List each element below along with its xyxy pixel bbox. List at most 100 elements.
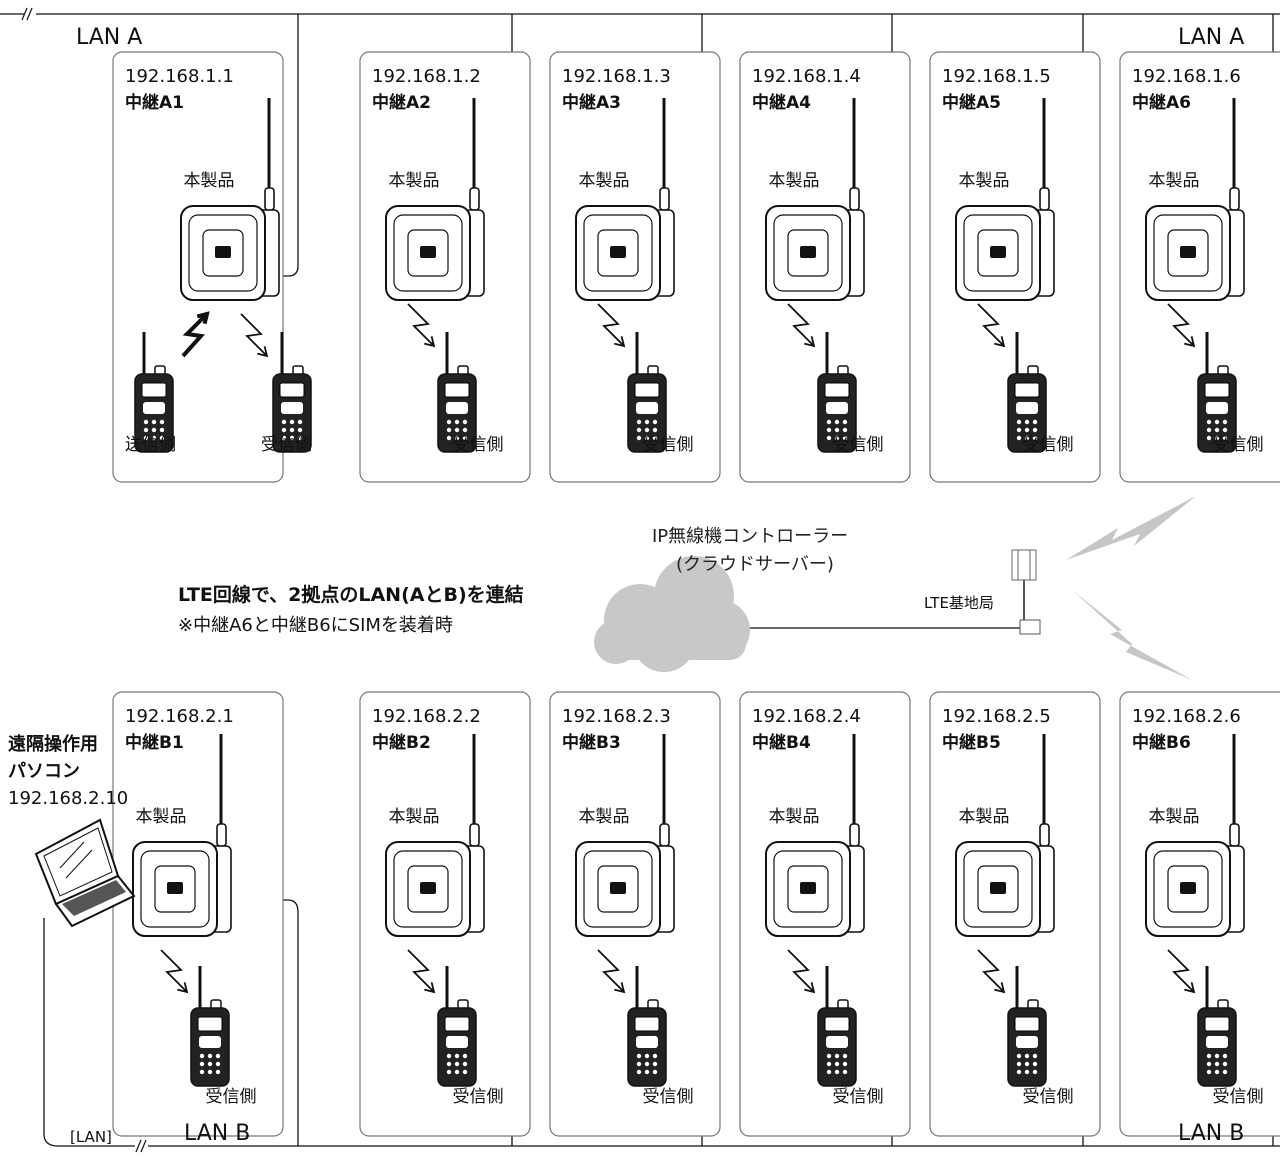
lte-wireless-icon (1066, 496, 1196, 560)
radio-display (444, 1016, 470, 1032)
radio-speaker-hole (143, 435, 149, 441)
radio-speaker-hole (159, 427, 165, 433)
signal-icon (240, 313, 268, 357)
node-ip-address: 192.168.1.6 (1132, 66, 1241, 87)
radio-speaker-hole (1222, 1053, 1228, 1059)
antenna-base (1229, 187, 1240, 211)
sim-note: ※中継A6と中継B6にSIMを装着時 (178, 615, 453, 636)
radio-display (444, 382, 470, 398)
radio-keypad (1206, 1036, 1228, 1048)
signal-arrowhead (804, 336, 816, 348)
signal-icon (787, 303, 815, 347)
logo-icon (1180, 882, 1196, 894)
radio-speaker-hole (1032, 419, 1038, 425)
device-bezel (773, 850, 843, 928)
radio-speaker-hole (207, 1053, 213, 1059)
pc-label-line1: 遠隔操作用 (8, 733, 98, 755)
radio-speaker-hole (1214, 1069, 1220, 1075)
radio-speaker-hole (1206, 1069, 1212, 1075)
radio-speaker-hole (1032, 1053, 1038, 1059)
node-ip-address: 192.168.2.6 (1132, 706, 1241, 727)
radio-speaker-hole (842, 419, 848, 425)
bus-break-icon (21, 7, 33, 21)
device-bezel (188, 214, 258, 292)
radio-speaker-hole (1032, 427, 1038, 433)
device-bezel (140, 850, 210, 928)
relay-node-a4 (739, 51, 911, 483)
receiver-label: 受信側 (643, 435, 694, 455)
radio-speaker-hole (1032, 1069, 1038, 1075)
radio-speaker-hole (636, 1053, 642, 1059)
device-panel (977, 865, 1019, 913)
radio-speaker-hole (652, 435, 658, 441)
signal-icon (160, 949, 188, 993)
receiver-label: 受信側 (453, 1087, 504, 1107)
logo-icon (610, 246, 626, 258)
node-name: 中継B6 (1132, 732, 1191, 753)
node-ip-address: 192.168.2.4 (752, 706, 861, 727)
device-label: 本製品 (1149, 171, 1200, 191)
radio-speaker-hole (636, 427, 642, 433)
radio-speaker-hole (151, 435, 157, 441)
device-label: 本製品 (769, 807, 820, 827)
logo-icon (420, 882, 436, 894)
radio-speaker-hole (1016, 1061, 1022, 1067)
radio-speaker-hole (1016, 1053, 1022, 1059)
radio-speaker-hole (207, 1069, 213, 1075)
radio-speaker-hole (652, 1069, 658, 1075)
radio-speaker-hole (215, 1053, 221, 1059)
device-panel (787, 229, 829, 277)
radio-speaker-hole (297, 427, 303, 433)
radio-speaker-hole (834, 1069, 840, 1075)
radio-speaker-hole (151, 419, 157, 425)
radio-speaker-hole (1214, 435, 1220, 441)
device-bezel (773, 214, 843, 292)
relay-node-a1 (112, 51, 312, 483)
radio-speaker-hole (289, 427, 295, 433)
node-ip-address: 192.168.2.2 (372, 706, 481, 727)
antenna-base (659, 187, 670, 211)
node-name: 中継B2 (372, 732, 431, 753)
radio-speaker-hole (462, 435, 468, 441)
radio-speaker-hole (215, 1069, 221, 1075)
radio-speaker-hole (446, 1061, 452, 1067)
device-panel (407, 865, 449, 913)
lte-link-heading: LTE回線で、2拠点のLAN(AとB)を連結 (178, 583, 524, 606)
device-panel (1167, 865, 1209, 913)
signal-arrowhead (1184, 982, 1196, 994)
signal-icon (977, 303, 1005, 347)
signal-arrowhead (994, 982, 1006, 994)
radio-speaker-hole (1206, 1061, 1212, 1067)
bus-break-icon (135, 1139, 147, 1153)
antenna-base (1039, 187, 1050, 211)
receiver-label: 受信側 (261, 435, 312, 455)
radio-speaker-hole (652, 419, 658, 425)
radio-speaker-hole (826, 1053, 832, 1059)
signal-arrowhead (424, 336, 436, 348)
signal-arrowhead (614, 336, 626, 348)
radio-speaker-hole (454, 1053, 460, 1059)
pc-ip-address: 192.168.2.10 (8, 788, 128, 809)
node-name: 中継A3 (562, 92, 621, 113)
radio-speaker-hole (1016, 1069, 1022, 1075)
radio-speaker-hole (143, 419, 149, 425)
signal-arrowhead (424, 982, 436, 994)
radio-speaker-hole (1206, 419, 1212, 425)
receiver-label: 受信側 (1213, 1087, 1264, 1107)
node-name: 中継B3 (562, 732, 621, 753)
logo-icon (420, 246, 436, 258)
signal-arrowhead (804, 982, 816, 994)
device-panel (407, 229, 449, 277)
node-ip-address: 192.168.1.1 (125, 66, 234, 87)
radio-display (197, 1016, 223, 1032)
radio-speaker-hole (842, 1069, 848, 1075)
node-name: 中継A6 (1132, 92, 1191, 113)
device-label: 本製品 (959, 807, 1010, 827)
signal-icon (1167, 303, 1195, 347)
node-name: 中継B1 (125, 732, 184, 753)
relay-node-a6 (1119, 51, 1280, 483)
device-panel (597, 229, 639, 277)
device-panel (597, 865, 639, 913)
node-ip-address: 192.168.1.3 (562, 66, 671, 87)
pc-label-line2: パソコン (8, 761, 80, 782)
